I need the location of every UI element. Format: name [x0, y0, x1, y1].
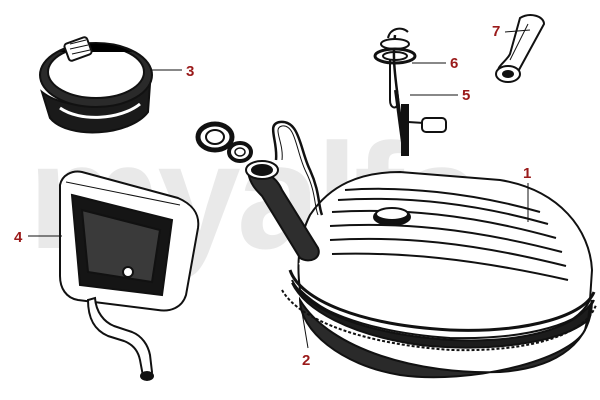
filler-neck-illustration	[245, 120, 324, 262]
callout-5: 5	[462, 87, 470, 104]
filler-housing-illustration	[59, 170, 200, 381]
sender-seal-illustration	[373, 27, 417, 65]
callout-3: 3	[186, 63, 194, 80]
grommet-illustration	[195, 121, 253, 163]
fuel-sender-illustration	[389, 34, 447, 156]
callout-1: 1	[523, 165, 531, 182]
strap-bracket-illustration	[495, 14, 546, 83]
callout-4: 4	[14, 229, 23, 246]
fuel-tank-illustration	[288, 170, 596, 379]
callout-7: 7	[492, 23, 500, 40]
fuel-cap-illustration	[39, 36, 153, 134]
leader-lines	[28, 29, 531, 349]
tank-gasket-illustration	[281, 289, 597, 352]
callout-2: 2	[302, 352, 310, 369]
callout-6: 6	[450, 55, 458, 72]
